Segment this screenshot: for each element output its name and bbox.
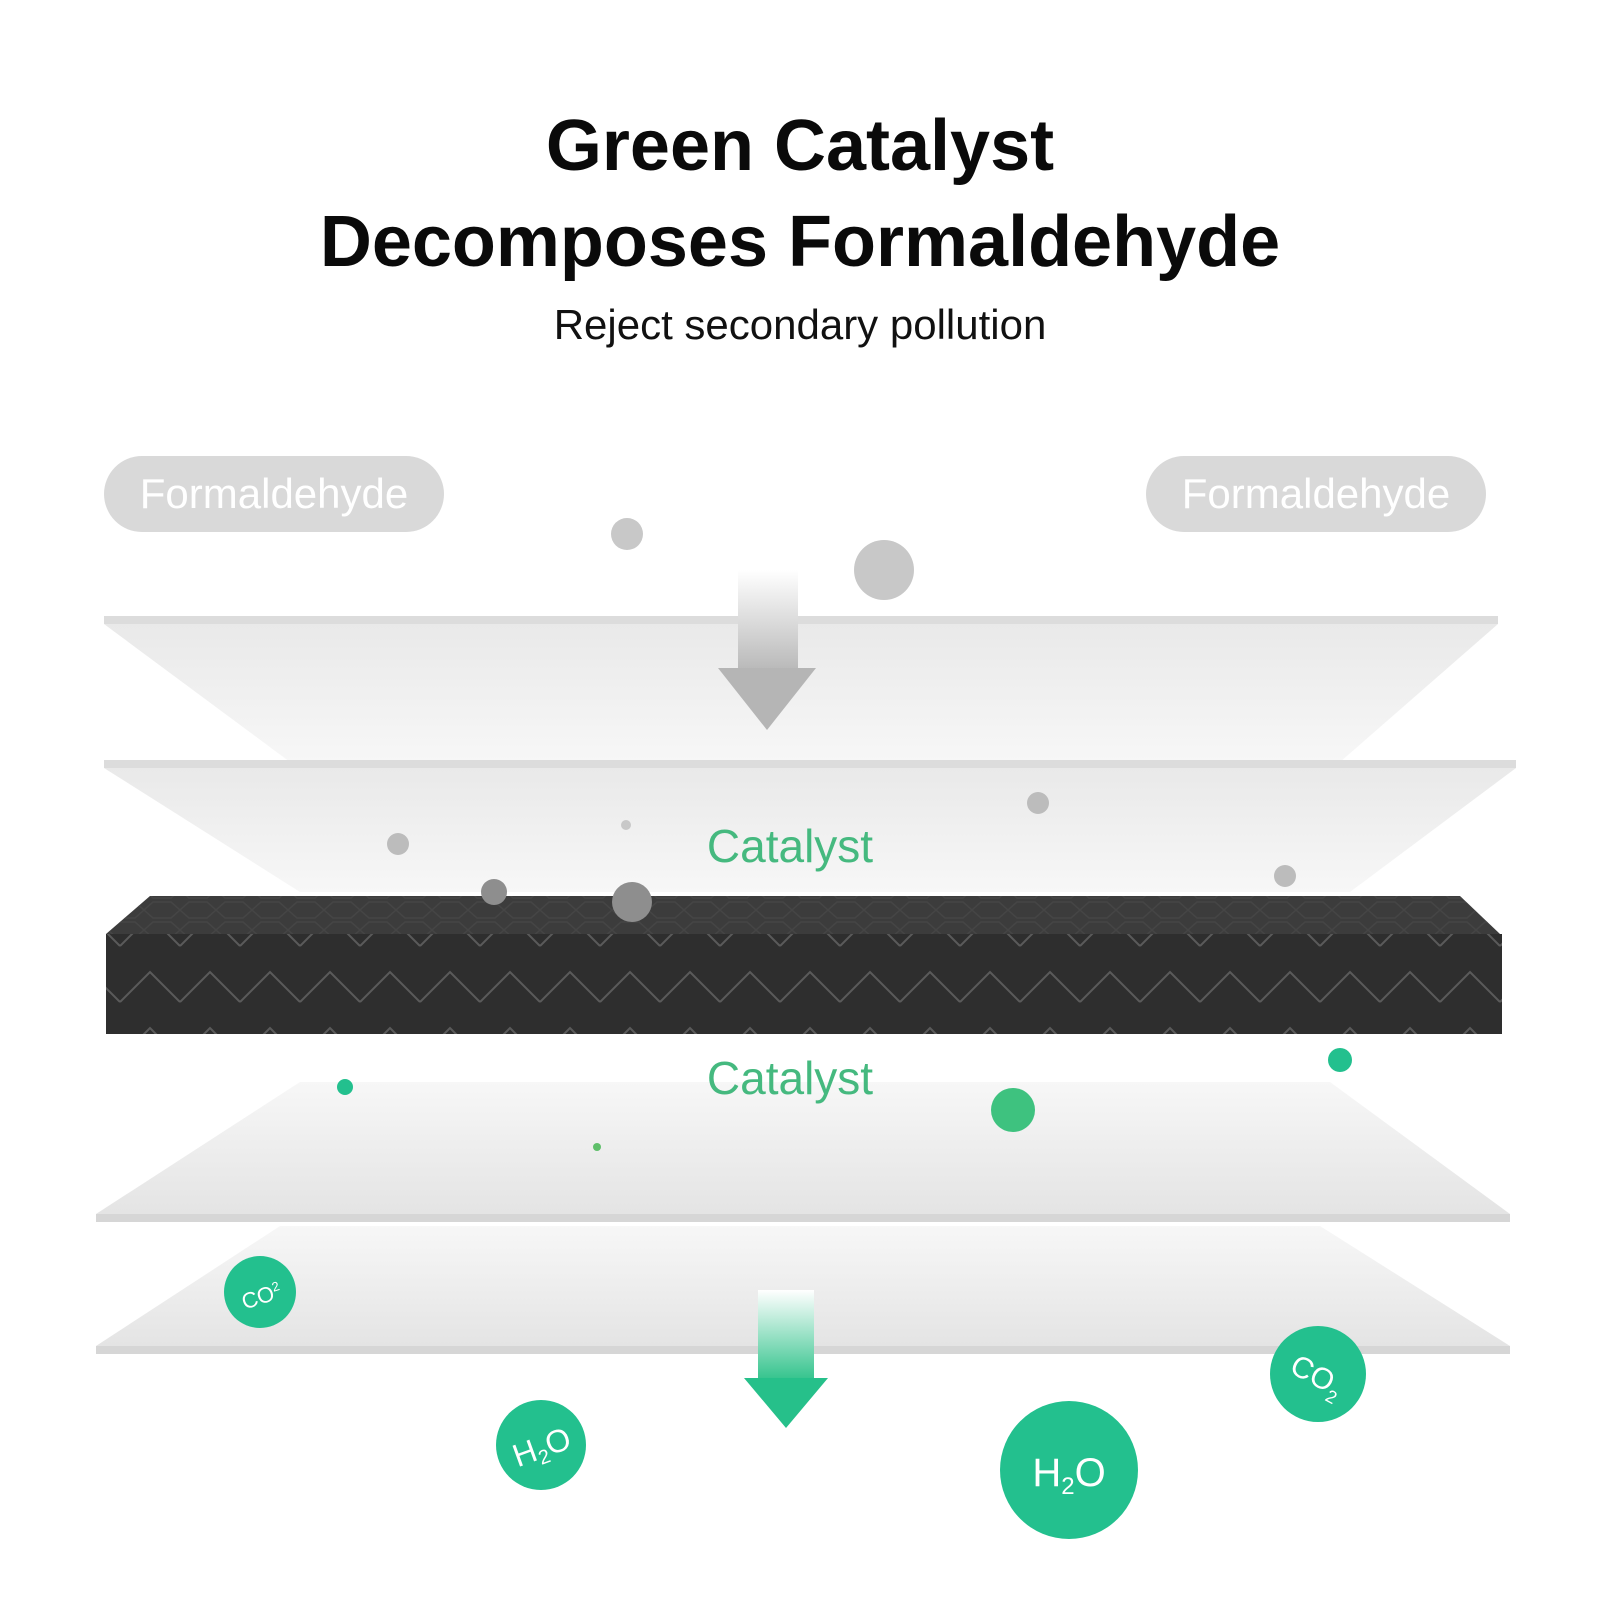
title-line-1: Green Catalyst (545, 106, 1055, 186)
catalyst-label-upper: Catalyst (706, 820, 874, 872)
formaldehyde-particle (1274, 865, 1296, 887)
catalyst-particle (991, 1088, 1035, 1132)
h2o-molecule-right: H2O (1000, 1401, 1138, 1539)
co2-molecule-right: CO2 (1270, 1326, 1366, 1422)
co2-molecule-left: CO2 (224, 1256, 296, 1328)
catalyst-particle (1328, 1048, 1352, 1072)
formaldehyde-particle (621, 820, 631, 830)
svg-text:H2O: H2O (1032, 1451, 1105, 1500)
h2o-molecule-left: H2O (496, 1400, 586, 1490)
formaldehyde-particles (387, 518, 1296, 922)
filter-layer-2 (104, 760, 1516, 892)
formaldehyde-particle (612, 882, 652, 922)
formaldehyde-badge-right: Formaldehyde (1146, 456, 1486, 532)
formaldehyde-particle (387, 833, 409, 855)
filter-layer-3 (96, 1082, 1510, 1222)
formaldehyde-badge-left: Formaldehyde (104, 456, 444, 532)
subtitle: Reject secondary pollution (553, 301, 1047, 348)
filter-layer-1 (104, 616, 1498, 762)
formaldehyde-particle (854, 540, 914, 600)
catalyst-particle (593, 1143, 601, 1151)
page-title: Green Catalyst Decomposes Formaldehyde (0, 98, 1600, 290)
catalyst-label-lower: Catalyst (706, 1052, 874, 1104)
formaldehyde-particle (1027, 792, 1049, 814)
carbon-filter-layer (106, 896, 1502, 1034)
formaldehyde-particle (481, 879, 507, 905)
catalyst-particle (337, 1079, 353, 1095)
svg-text:H2O: H2O (508, 1420, 577, 1478)
formaldehyde-particle (611, 518, 643, 550)
title-line-2: Decomposes Formaldehyde (319, 202, 1281, 282)
airflow-out-arrow-icon (744, 1290, 828, 1428)
catalyst-particles (337, 1048, 1352, 1151)
airflow-in-arrow-icon (718, 570, 816, 730)
